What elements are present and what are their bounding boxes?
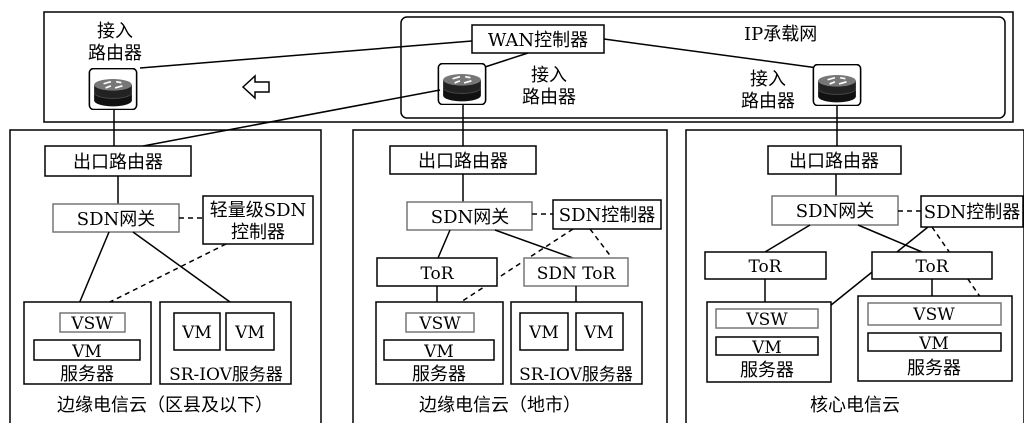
- vm-box: [383, 339, 495, 361]
- vm-label: VM: [71, 342, 102, 362]
- sriov-vm-label-1: VM: [181, 323, 212, 343]
- sriov-vm-box-1: [173, 312, 221, 351]
- gateway-to-tor2-link: [857, 224, 923, 253]
- sriov-vm-label-1: VM: [528, 323, 559, 343]
- server2-vsw-label: VSW: [912, 305, 955, 325]
- sdn-controller-box: [552, 199, 662, 230]
- gateway-to-sdn-tor-link: [494, 229, 574, 259]
- vsw-box: [405, 312, 475, 333]
- tor-box: [376, 257, 498, 287]
- vm-box: [33, 339, 141, 361]
- egress-router-label: 出口路由器: [418, 151, 508, 172]
- cloud-name: 边缘电信云（区县及以下）: [57, 395, 273, 416]
- router-icon: [88, 68, 138, 110]
- sdn-controller-label: SDN控制器: [924, 202, 1021, 223]
- sdn-gateway-box: [406, 201, 533, 231]
- gateway-to-vsw-link: [75, 231, 110, 312]
- controller-label-line1: 轻量级SDN: [210, 200, 307, 221]
- tor2-label: ToR: [915, 257, 949, 277]
- vsw-label: VSW: [70, 314, 113, 334]
- sdn-tor-label: SDN ToR: [537, 264, 617, 284]
- egress-router-box: [767, 145, 902, 175]
- edge-cloud-city: 出口路由器 SDN网关 SDN控制器 ToR SDN ToR VSW VM 服务…: [375, 145, 662, 416]
- egress-router-label: 出口路由器: [789, 151, 879, 172]
- mid-router-label-line2: 路由器: [522, 87, 576, 108]
- vm-label: VM: [423, 342, 454, 362]
- sdn-controller-label: SDN控制器: [559, 205, 656, 226]
- mid-router-label-line1: 接入: [531, 65, 567, 86]
- vsw-box: [59, 312, 126, 333]
- wan-to-mid-router-link: [484, 52, 529, 68]
- server-label: 服务器: [60, 364, 114, 385]
- sdn-tor-box: [523, 257, 629, 287]
- right-router-label-line1: 接入: [750, 69, 786, 90]
- sdn-gateway-label: SDN网关: [77, 209, 156, 230]
- server1-vm-label: VM: [751, 338, 782, 358]
- sdn-controller-box: [920, 195, 1024, 228]
- egress-router-label: 出口路由器: [73, 152, 163, 173]
- sdn-gateway-label: SDN网关: [796, 201, 875, 222]
- sdn-gateway-label: SDN网关: [431, 207, 510, 228]
- server1-vsw-label: VSW: [745, 310, 788, 330]
- server2-vm-label: VM: [918, 334, 949, 354]
- sriov-vm-box-1: [519, 312, 569, 351]
- gateway-to-tor-link: [437, 229, 451, 259]
- ip-network-label: IP承载网: [744, 24, 817, 45]
- router-icon: [812, 64, 862, 106]
- server2-vsw-box: [867, 302, 1002, 326]
- wan-to-right-router-link: [603, 38, 819, 69]
- router-icon: [437, 63, 487, 105]
- lightweight-sdn-controller-box: [202, 195, 314, 245]
- server1-vm-box: [715, 336, 819, 356]
- sriov-server-label: SR-IOV服务器: [169, 365, 283, 385]
- controller-to-sdn-tor-dashed-link: [589, 228, 613, 259]
- left-router-label-line1: 接入: [97, 21, 133, 42]
- sriov-vm-label-2: VM: [583, 323, 614, 343]
- wan-controller-box: [471, 24, 605, 54]
- cloud-name: 边缘电信云（地市）: [419, 395, 581, 416]
- server2-label: 服务器: [907, 358, 961, 379]
- sriov-vm-box-2: [575, 312, 624, 351]
- server1-vsw-box: [715, 308, 819, 329]
- right-router-label-line2: 路由器: [741, 91, 795, 112]
- server-label: 服务器: [412, 364, 466, 385]
- sriov-server-label: SR-IOV服务器: [519, 365, 633, 385]
- left-router-label-line2: 路由器: [88, 43, 142, 64]
- tor1-label: ToR: [748, 257, 782, 277]
- mid-router-to-county-egress-link: [142, 89, 441, 147]
- tor-label: ToR: [420, 264, 454, 284]
- vsw-label: VSW: [418, 314, 461, 334]
- server2-vm-box: [867, 332, 1002, 352]
- gateway-to-sriov-server-link: [132, 231, 231, 303]
- sriov-vm-label-2: VM: [234, 323, 265, 343]
- gateway-to-tor1-link: [764, 224, 811, 253]
- controller-label-line2: 控制器: [231, 222, 285, 243]
- sriov-vm-box-2: [225, 312, 275, 351]
- cloud-name: 核心电信云: [810, 395, 900, 416]
- core-cloud: 出口路由器 SDN网关 SDN控制器 ToR ToR VSW VM 服务器 VS…: [704, 145, 1024, 416]
- edge-cloud-county: 出口路由器 SDN网关 轻量级SDN 控制器 VSW VM 服务器 VM VM …: [23, 145, 314, 416]
- server1-label: 服务器: [740, 360, 794, 381]
- wan-to-left-router-link: [139, 40, 473, 69]
- left-arrow-icon: [241, 74, 270, 100]
- wan-controller-label: WAN控制器: [488, 30, 588, 51]
